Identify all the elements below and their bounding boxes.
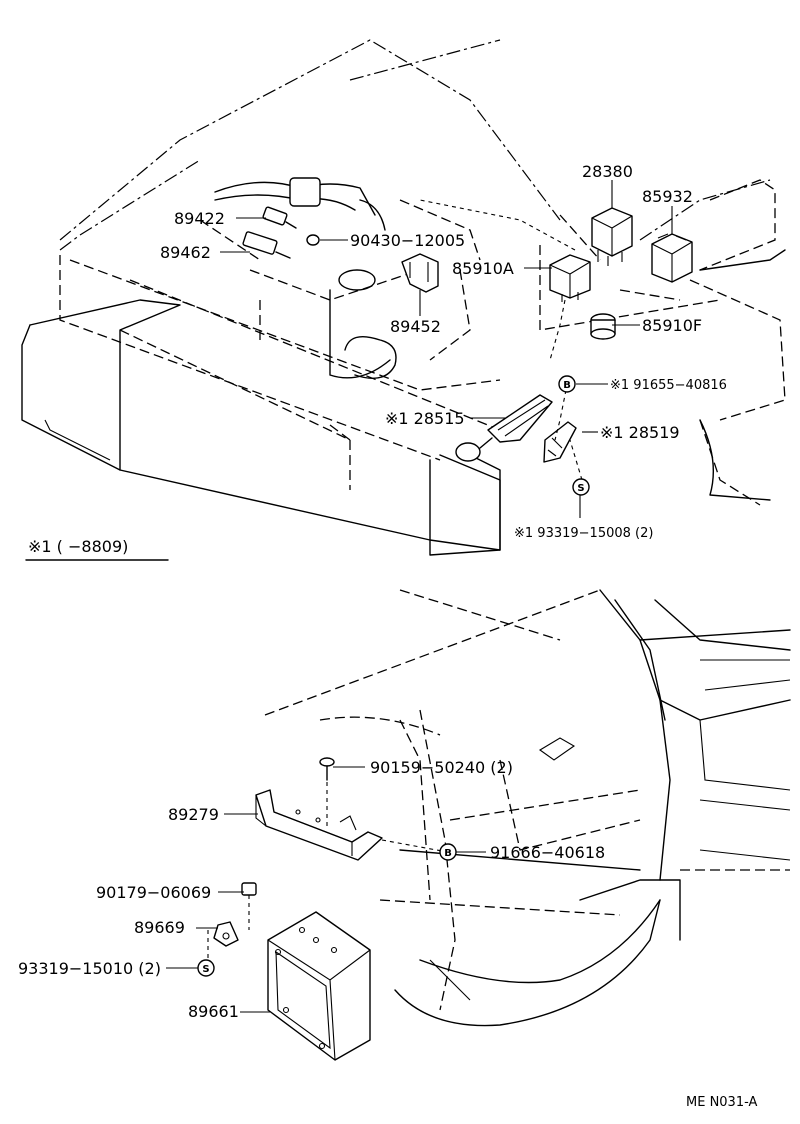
label-85932: 85932 — [642, 187, 693, 206]
label-93319-15008: ※1 93319−15008 (2) — [514, 526, 653, 541]
label-89422: 89422 — [174, 209, 225, 228]
label-85910f: 85910F — [642, 316, 702, 335]
flasher-85910f[interactable] — [590, 313, 616, 340]
label-89669: 89669 — [134, 918, 185, 937]
label-91666-40618: 91666−40618 — [490, 843, 605, 862]
label-28515: ※1 28515 — [385, 409, 465, 428]
bolt-b-badge-upper[interactable]: B — [558, 375, 576, 393]
leader-lines-lower — [166, 766, 486, 1013]
relay-28380[interactable] — [591, 207, 633, 266]
screw-s-badge-lower-label: S — [202, 964, 209, 975]
relay-85932[interactable] — [651, 233, 693, 283]
screw-s-badge-upper[interactable]: S — [572, 478, 590, 496]
bracket-89279[interactable] — [255, 789, 383, 861]
gasket-90430[interactable] — [306, 234, 320, 246]
note-applicability: ※1 ( −8809) — [28, 537, 128, 556]
computer-box-89661[interactable] — [267, 911, 371, 1061]
label-93319-15010: 93319−15010 (2) — [18, 959, 161, 978]
screw-90159[interactable] — [319, 757, 335, 830]
sensor-89462[interactable] — [242, 231, 291, 259]
bolt-b-badge-lower-label: B — [444, 848, 452, 859]
label-89661: 89661 — [188, 1002, 239, 1021]
label-90179-06069: 90179−06069 — [96, 883, 211, 902]
label-90430-12005: 90430−12005 — [350, 231, 465, 250]
leader-lines-upper — [220, 180, 673, 518]
label-91655-40816: ※1 91655−40816 — [610, 378, 727, 393]
bolt-b-badge-upper-label: B — [563, 380, 571, 391]
label-89452: 89452 — [390, 317, 441, 336]
switch-89452[interactable] — [401, 253, 439, 293]
label-90159-50240: 90159−50240 (2) — [370, 758, 513, 777]
screw-s-badge-upper-label: S — [577, 483, 584, 494]
harness-28515[interactable] — [455, 394, 553, 462]
label-89279: 89279 — [168, 805, 219, 824]
engine-bay-outline — [21, 39, 786, 556]
sensor-89422[interactable] — [262, 206, 297, 229]
bolt-b-badge-lower[interactable]: B — [439, 843, 457, 861]
relay-85910a[interactable] — [549, 254, 591, 302]
bracket-89669[interactable] — [207, 921, 239, 960]
label-89462: 89462 — [160, 243, 211, 262]
rear-body-outline — [264, 589, 791, 1027]
label-85910a: 85910A — [452, 259, 514, 278]
bolt-90179[interactable] — [241, 882, 257, 930]
label-28380: 28380 — [582, 162, 633, 181]
screw-s-badge-lower[interactable]: S — [197, 959, 215, 977]
label-28519: ※1 28519 — [600, 423, 680, 442]
figure-code: ME N031-A — [686, 1095, 758, 1110]
bracket-28519[interactable] — [543, 421, 577, 463]
